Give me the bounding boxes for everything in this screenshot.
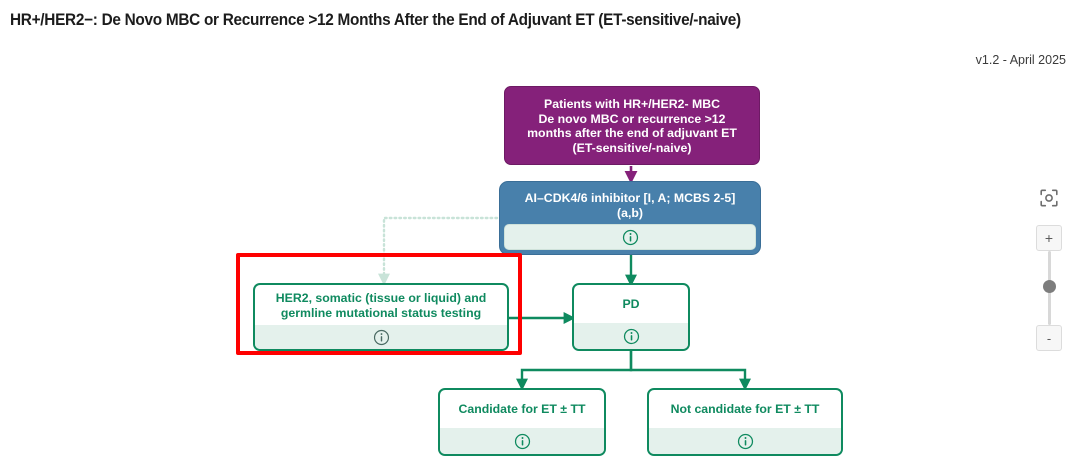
zoom-out-button[interactable]: - xyxy=(1036,325,1062,351)
node-not-candidate[interactable]: Not candidate for ET ± TT xyxy=(647,388,843,456)
info-circle-icon xyxy=(514,433,530,449)
node-her2-testing-label: HER2, somatic (tissue or liquid) and ger… xyxy=(275,291,487,320)
node-her2-testing[interactable]: HER2, somatic (tissue or liquid) and ger… xyxy=(253,283,509,351)
node-candidate-label: Candidate for ET ± TT xyxy=(458,402,586,417)
selection-outline xyxy=(236,253,522,355)
fit-to-view-icon xyxy=(1040,189,1058,207)
info-circle-icon xyxy=(622,229,638,245)
fit-to-view-button[interactable] xyxy=(1036,185,1062,211)
info-circle-icon xyxy=(373,329,389,345)
node-pd[interactable]: PD xyxy=(572,283,690,351)
node-candidate-info[interactable] xyxy=(440,428,604,454)
zoom-slider[interactable] xyxy=(1036,251,1062,325)
node-candidate[interactable]: Candidate for ET ± TT xyxy=(438,388,606,456)
node-pd-label: PD xyxy=(622,297,640,312)
node-patients-label: Patients with HR+/HER2- MBC De novo MBC … xyxy=(527,97,737,155)
node-treatment[interactable]: AI–CDK4/6 inhibitor [I, A; MCBS 2-5] (a,… xyxy=(499,181,761,255)
node-not-candidate-label: Not candidate for ET ± TT xyxy=(670,402,820,417)
info-circle-icon xyxy=(737,433,753,449)
zoom-in-button[interactable]: + xyxy=(1036,225,1062,251)
info-circle-icon xyxy=(623,328,639,344)
node-treatment-label: AI–CDK4/6 inhibitor [I, A; MCBS 2-5] (a,… xyxy=(524,191,736,220)
node-treatment-info[interactable] xyxy=(504,224,756,250)
node-pd-info[interactable] xyxy=(574,323,688,349)
flowchart-diagram[interactable]: Patients with HR+/HER2- MBC De novo MBC … xyxy=(0,70,1080,471)
page-title: HR+/HER2−: De Novo MBC or Recurrence >12… xyxy=(10,11,741,29)
zoom-slider-handle[interactable] xyxy=(1042,280,1056,293)
version-label: v1.2 - April 2025 xyxy=(975,53,1066,67)
node-not-candidate-info[interactable] xyxy=(649,428,841,454)
node-her2-testing-info[interactable] xyxy=(255,325,507,349)
view-controls[interactable]: + - xyxy=(1032,185,1066,351)
node-patients[interactable]: Patients with HR+/HER2- MBC De novo MBC … xyxy=(504,86,760,165)
